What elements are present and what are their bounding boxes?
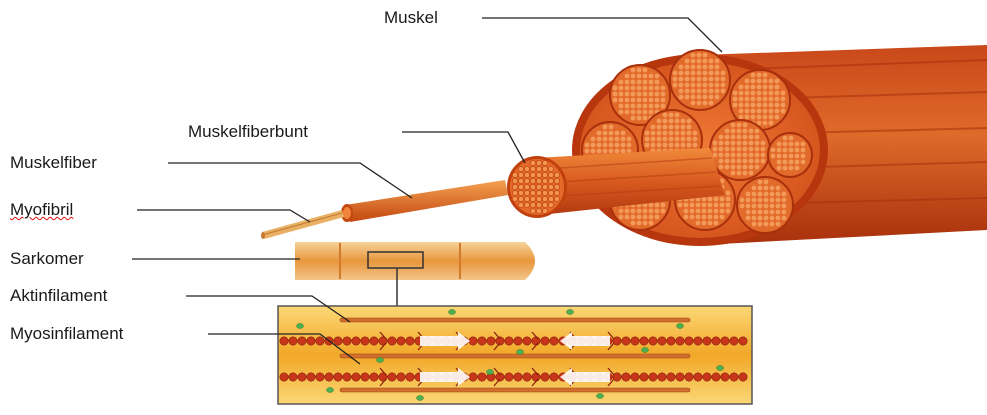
leader-muskelfiber <box>168 163 412 198</box>
myofibril <box>261 210 344 239</box>
label-myofibril: Myofibril <box>10 200 73 220</box>
label-muskelfiber: Muskelfiber <box>10 153 97 173</box>
leader-myofibril <box>137 210 310 222</box>
label-muskelfiberbunt: Muskelfiberbunt <box>188 122 308 142</box>
label-myosinfilament: Myosinfilament <box>10 324 123 344</box>
label-aktinfilament: Aktinfilament <box>10 286 107 306</box>
label-muskel: Muskel <box>384 8 438 28</box>
label-sarkomer: Sarkomer <box>10 249 84 269</box>
muscle-fiber <box>341 180 508 222</box>
leader-muskel <box>482 18 722 52</box>
muscle-body <box>572 45 987 246</box>
leader-muskelfiberbunt <box>402 132 525 163</box>
sarcomere-band <box>295 242 535 306</box>
